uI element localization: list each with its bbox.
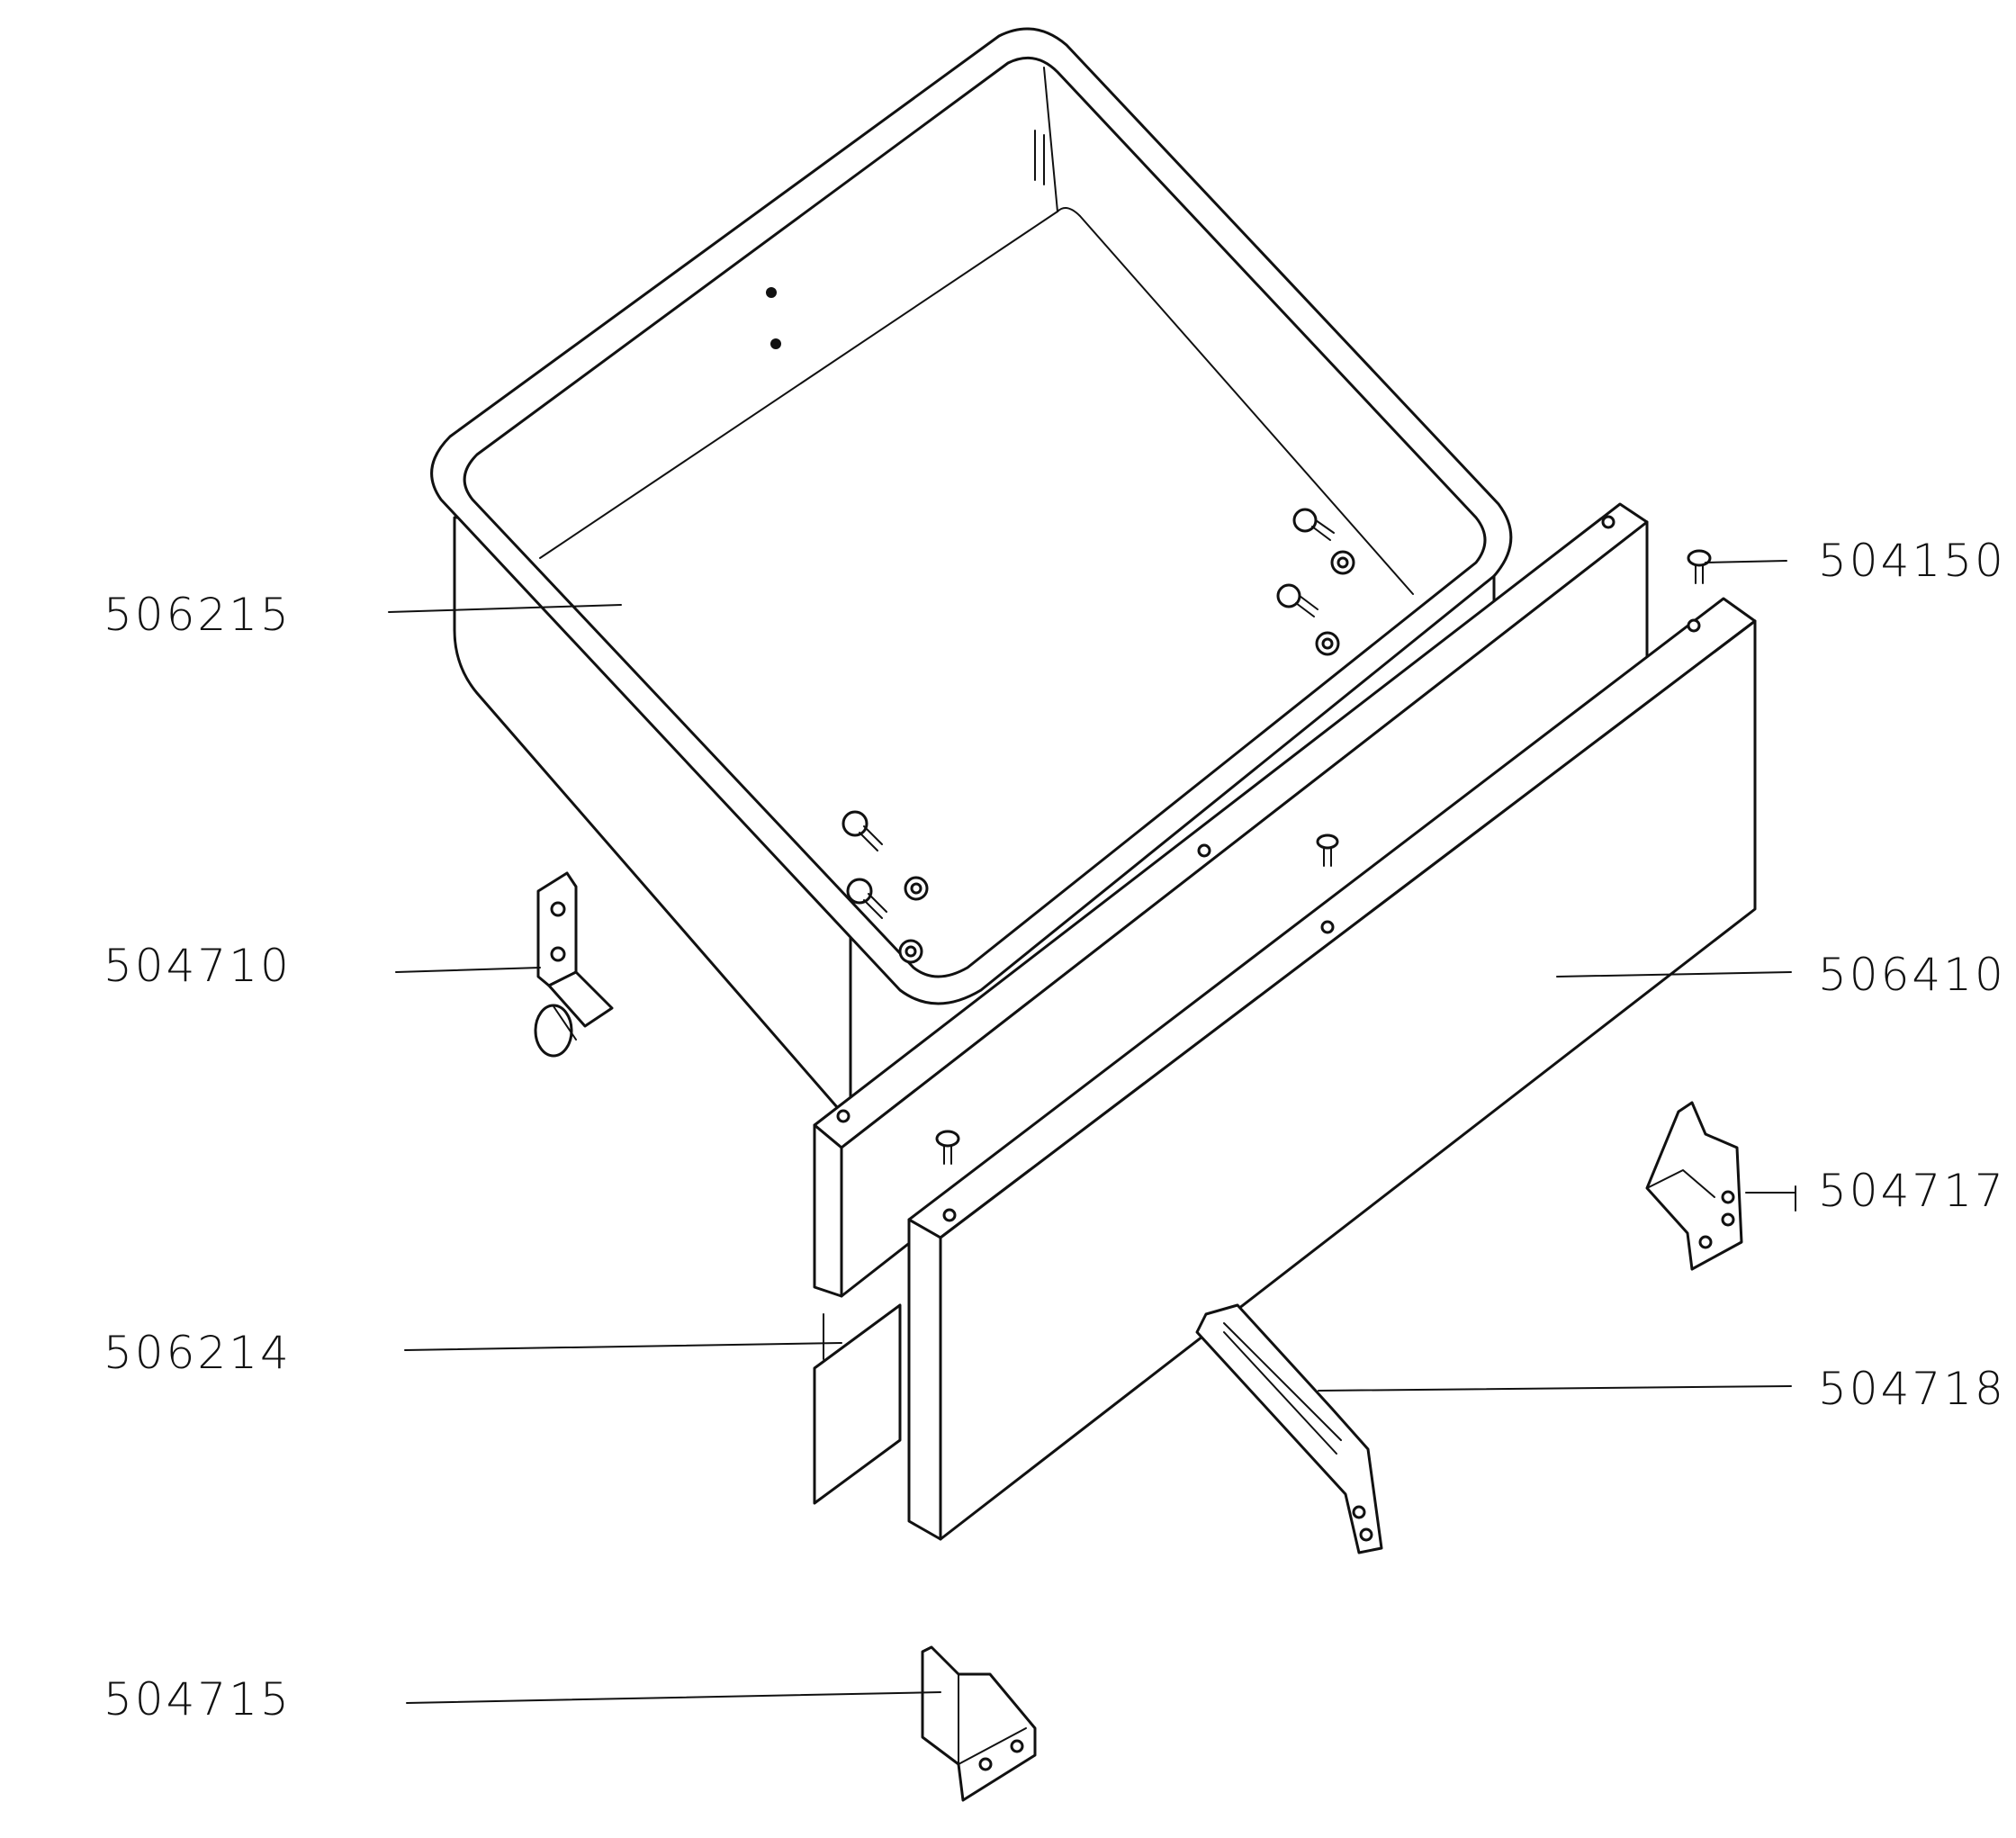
part-labels: 506215 504710 506214 504715 504150 50641… xyxy=(104,535,2006,1725)
label-506215: 506215 xyxy=(104,589,292,641)
caster-bracket xyxy=(534,871,614,1058)
leader-lines xyxy=(388,560,1796,1704)
screw-set-bottom xyxy=(842,810,929,964)
long-support-bracket xyxy=(1195,1303,1383,1554)
label-504150: 504150 xyxy=(1818,535,2006,587)
label-504710: 504710 xyxy=(104,940,292,992)
label-506410: 506410 xyxy=(1818,949,2006,1001)
back-panel xyxy=(813,502,1649,1505)
corner-bracket-right xyxy=(1645,1101,1743,1271)
push-pin-icon xyxy=(935,1130,960,1165)
push-pin-icon xyxy=(1316,833,1339,867)
label-504718: 504718 xyxy=(1818,1363,2006,1415)
screw-set-right xyxy=(1276,508,1355,656)
front-panel xyxy=(907,597,1757,1541)
label-504717: 504717 xyxy=(1818,1165,2006,1217)
label-506214: 506214 xyxy=(104,1327,292,1379)
push-pin-icon xyxy=(1687,549,1712,584)
label-504715: 504715 xyxy=(104,1673,292,1725)
corner-bracket-bottom xyxy=(921,1645,1037,1802)
tub-basin xyxy=(430,27,1513,1122)
